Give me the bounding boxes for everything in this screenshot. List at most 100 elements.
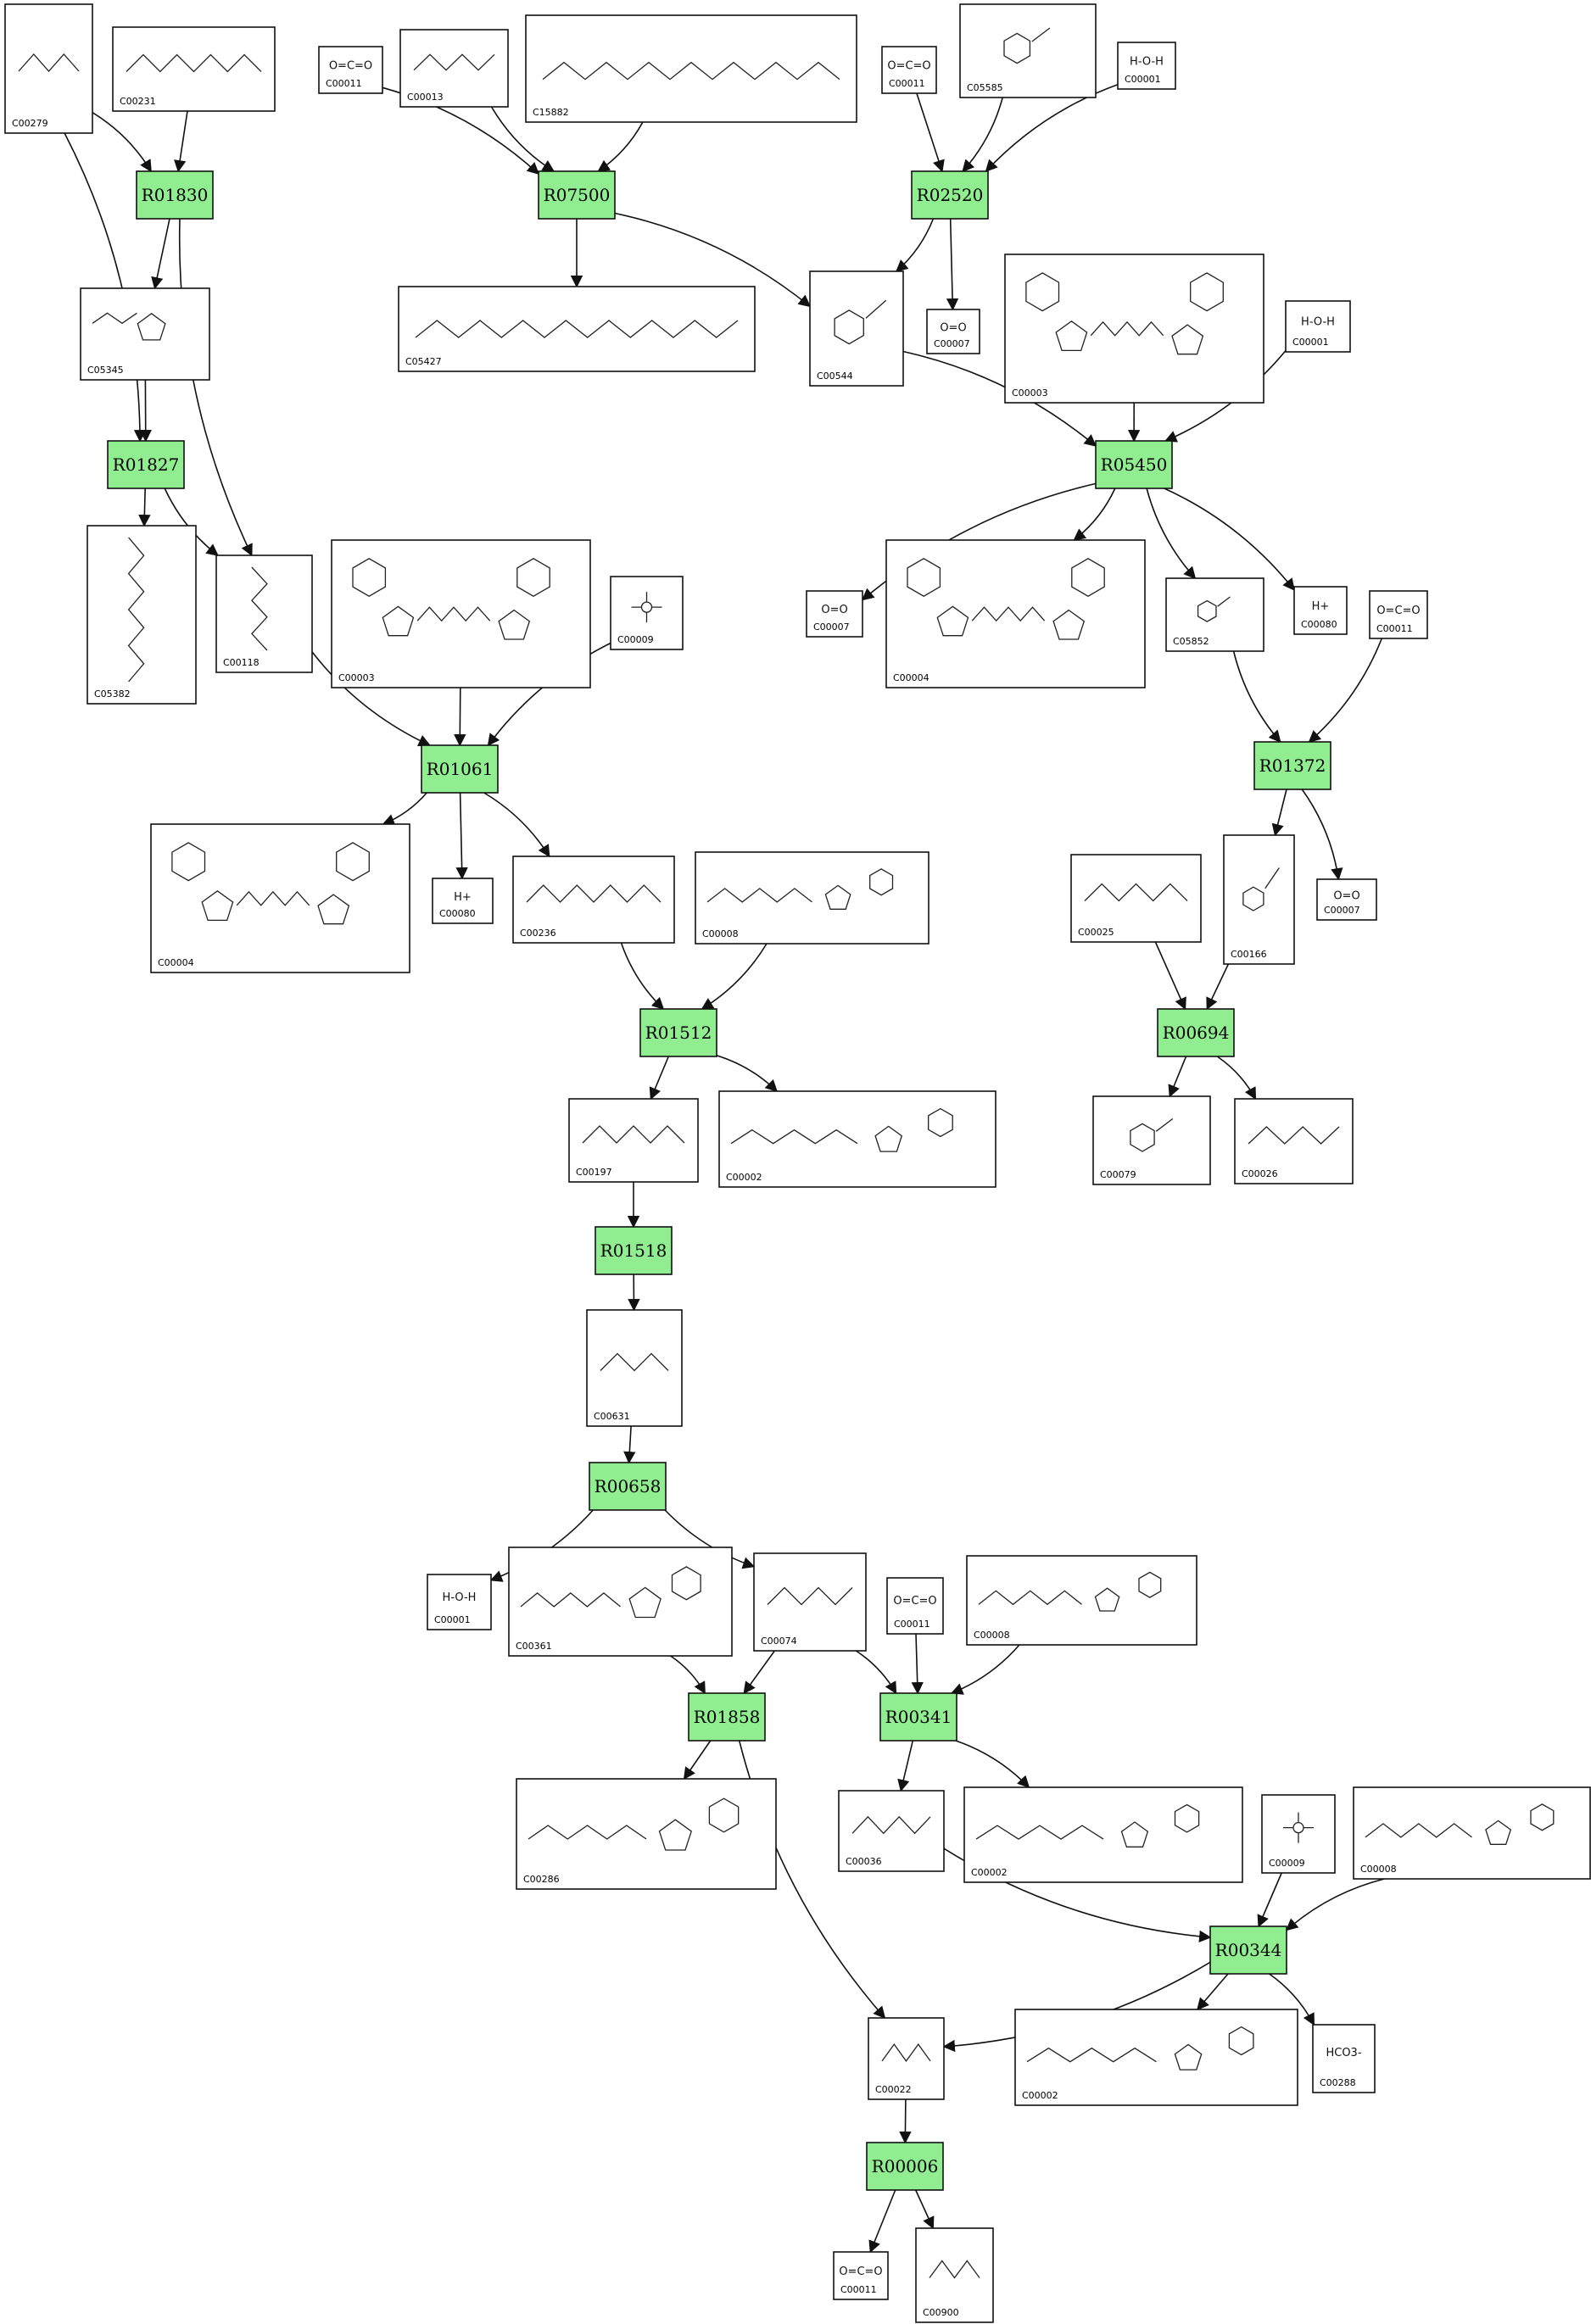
compound-box[interactable] [1353, 1786, 1591, 1880]
compound-box[interactable] [1070, 854, 1202, 943]
compound-node[interactable]: C05585 [959, 3, 1097, 98]
compound-box[interactable] [1369, 590, 1428, 639]
compound-node[interactable]: C05427 [398, 286, 756, 372]
reaction-node[interactable]: R00341 [879, 1692, 957, 1742]
compound-node[interactable]: C00074 [753, 1552, 867, 1652]
compound-box[interactable] [427, 1574, 492, 1630]
compound-node[interactable]: C00013 [399, 29, 509, 108]
compound-node[interactable]: C00118 [215, 555, 313, 673]
reaction-box[interactable] [911, 170, 989, 220]
compound-node[interactable]: C00361 [508, 1547, 733, 1657]
compound-box[interactable] [753, 1552, 867, 1652]
compound-box[interactable] [966, 1555, 1197, 1646]
compound-box[interactable] [508, 1547, 733, 1657]
compound-node[interactable]: C00004 [885, 539, 1146, 688]
compound-node[interactable]: C00079 [1092, 1095, 1211, 1185]
compound-box[interactable] [695, 851, 929, 945]
reaction-box[interactable] [1253, 741, 1331, 790]
compound-box[interactable] [718, 1090, 996, 1188]
compound-node[interactable]: C05852 [1165, 577, 1264, 652]
compound-box[interactable] [80, 287, 210, 381]
compound-box[interactable] [806, 590, 863, 638]
compound-node[interactable]: C00008 [966, 1555, 1197, 1646]
reaction-box[interactable] [1209, 1926, 1287, 1975]
compound-box[interactable] [586, 1309, 683, 1427]
compound-node[interactable]: C00003 [331, 539, 591, 688]
reaction-node[interactable]: R00006 [866, 2142, 944, 2191]
reaction-node[interactable]: R01512 [639, 1008, 717, 1057]
reaction-node[interactable]: R02520 [911, 170, 989, 220]
reaction-node[interactable]: R00694 [1157, 1008, 1235, 1057]
compound-node[interactable]: C00231 [112, 26, 276, 112]
compound-box[interactable] [809, 270, 904, 387]
compound-node[interactable]: C00026 [1234, 1098, 1354, 1184]
compound-node[interactable]: H+C00080 [432, 878, 494, 924]
compound-box[interactable] [1004, 254, 1264, 404]
compound-node[interactable]: C00900 [915, 2227, 994, 2323]
compound-node[interactable]: C05382 [87, 525, 197, 705]
reaction-box[interactable] [866, 2142, 944, 2191]
reaction-node[interactable]: R01372 [1253, 741, 1331, 790]
compound-node[interactable]: C00286 [516, 1778, 777, 1890]
compound-box[interactable] [568, 1098, 699, 1183]
reaction-box[interactable] [107, 440, 185, 489]
compound-box[interactable] [1285, 300, 1351, 353]
compound-box[interactable] [1223, 834, 1295, 965]
reaction-node[interactable]: R07500 [538, 170, 616, 220]
compound-node[interactable]: C00008 [695, 851, 929, 945]
compound-node[interactable]: C00279 [4, 3, 93, 134]
compound-node[interactable]: C00166 [1223, 834, 1295, 965]
reaction-box[interactable] [879, 1692, 957, 1742]
reaction-node[interactable]: R00344 [1209, 1926, 1287, 1975]
compound-box[interactable] [838, 1790, 945, 1872]
compound-node[interactable]: C00004 [150, 823, 410, 973]
compound-box[interactable] [959, 3, 1097, 98]
compound-node[interactable]: C00009 [610, 576, 684, 650]
compound-box[interactable] [1092, 1095, 1211, 1185]
compound-box[interactable] [963, 1786, 1243, 1883]
compound-box[interactable] [399, 29, 509, 108]
compound-node[interactable]: C00008 [1353, 1786, 1591, 1880]
compound-node[interactable]: C00236 [512, 855, 675, 944]
compound-box[interactable] [525, 14, 857, 123]
compound-box[interactable] [868, 2017, 945, 2100]
compound-node[interactable]: C05345 [80, 287, 210, 381]
compound-node[interactable]: C00002 [963, 1786, 1243, 1883]
reaction-node[interactable]: R01518 [595, 1226, 673, 1275]
compound-box[interactable] [516, 1778, 777, 1890]
reaction-box[interactable] [1095, 440, 1173, 489]
reaction-box[interactable] [595, 1226, 673, 1275]
compound-box[interactable] [926, 309, 980, 354]
compound-node[interactable]: C00036 [838, 1790, 945, 1872]
compound-box[interactable] [881, 46, 937, 94]
reaction-node[interactable]: R01061 [421, 744, 499, 794]
reaction-box[interactable] [136, 170, 214, 220]
reaction-box[interactable] [589, 1462, 667, 1511]
compound-node[interactable]: C00544 [809, 270, 904, 387]
compound-box[interactable] [432, 878, 494, 924]
compound-box[interactable] [512, 855, 675, 944]
compound-node[interactable]: C00002 [1014, 2009, 1298, 2106]
compound-box[interactable] [1293, 586, 1348, 635]
compound-box[interactable] [1234, 1098, 1354, 1184]
reaction-node[interactable]: R01827 [107, 440, 185, 489]
reaction-node[interactable]: R01858 [688, 1692, 766, 1742]
compound-node[interactable]: C00003 [1004, 254, 1264, 404]
compound-box[interactable] [1165, 577, 1264, 652]
reaction-box[interactable] [421, 744, 499, 794]
reaction-box[interactable] [538, 170, 616, 220]
compound-box[interactable] [886, 1577, 944, 1635]
compound-box[interactable] [915, 2227, 994, 2323]
compound-node[interactable]: C00002 [718, 1090, 996, 1188]
